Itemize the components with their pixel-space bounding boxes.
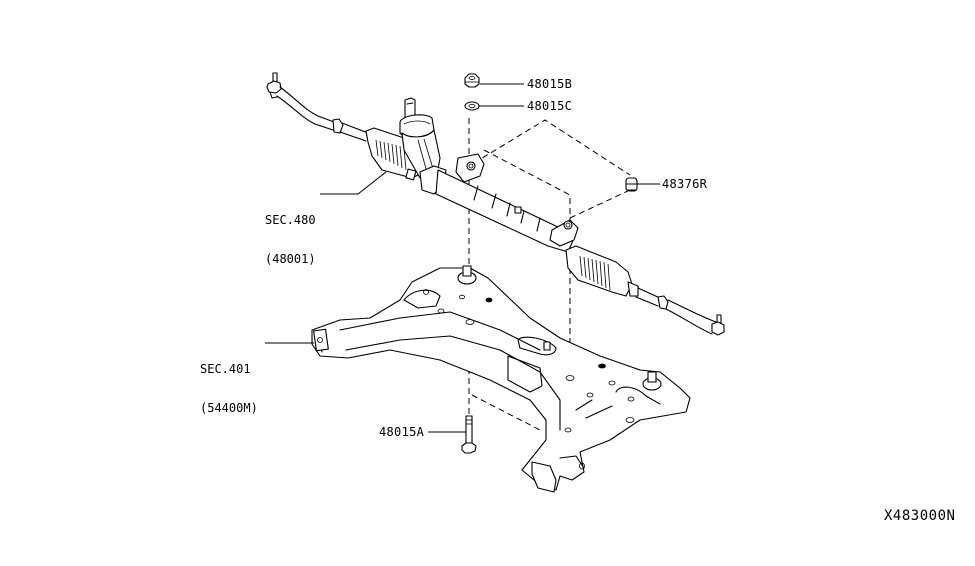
- section-number: SEC.401: [200, 362, 251, 376]
- assembly-guide-lines: [468, 118, 631, 431]
- section-label-steering-gear[interactable]: SEC.480 (48001): [265, 188, 316, 279]
- part-label-48015b[interactable]: 48015B: [527, 77, 573, 91]
- part-label-48015a[interactable]: 48015A: [379, 425, 425, 439]
- part-label-48376r[interactable]: 48376R: [662, 177, 708, 191]
- section-label-suspension-member[interactable]: SEC.401 (54400M): [200, 337, 258, 428]
- left-tie-rod: [266, 72, 369, 142]
- bolt-48015a: [461, 415, 477, 454]
- part-label-48015c[interactable]: 48015C: [527, 99, 573, 113]
- leader-lines: [265, 83, 660, 433]
- diagram-code: X483000N: [884, 508, 956, 524]
- pinion-housing: [399, 97, 447, 195]
- right-boot: [565, 245, 639, 297]
- bushing-48376r: [625, 177, 638, 192]
- right-tie-rod: [635, 287, 725, 336]
- section-part-number: (48001): [265, 252, 316, 266]
- nut-48015b: [464, 73, 480, 88]
- section-part-number: (54400M): [200, 401, 258, 415]
- section-number: SEC.480: [265, 213, 316, 227]
- suspension-member: [311, 265, 691, 493]
- washer-48015c: [464, 101, 480, 111]
- rack-housing: [435, 153, 579, 253]
